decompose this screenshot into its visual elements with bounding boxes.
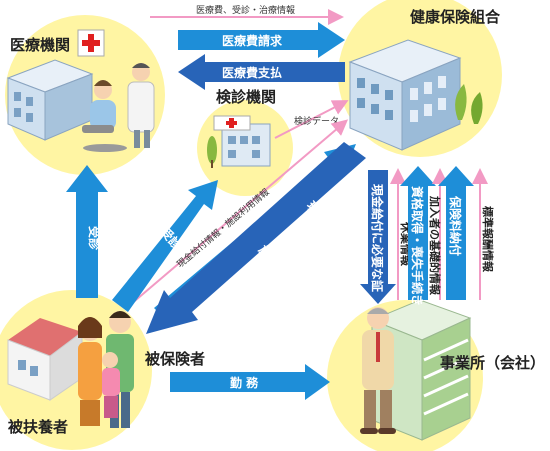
medical-building-icon [6, 29, 105, 141]
pink-arrow-checkup-data [274, 100, 349, 139]
label-employment: 勤 務 [230, 375, 259, 390]
label-cert-required-group: 現金給付に必要な証 [370, 184, 385, 292]
arrow-consultation-medical [66, 165, 108, 298]
employer-person-icon [360, 307, 396, 434]
insurer-building-icon [348, 39, 483, 151]
arrow-employment [170, 364, 330, 400]
node-label-insurer: 健康保険組合 [410, 8, 501, 26]
label-medical-payment: 医療費支払 [222, 65, 282, 80]
node-label-medical: 医療機関 [10, 36, 70, 54]
family-icon [7, 311, 134, 428]
arrow-cert-required [360, 170, 396, 304]
arrow-cash-benefit [146, 142, 366, 334]
label-salary-info: 標準報酬情報 [481, 206, 495, 273]
label-cert-required: 現金給付に必要な証 [370, 184, 385, 292]
node-label-insured: 被保険者 [145, 350, 205, 368]
label-consultation-medical: 受診 [87, 226, 102, 251]
node-label-employer: 事業所（会社） [440, 354, 545, 372]
label-checkup-data: 検診データ [294, 115, 339, 127]
arrow-medical-payment [178, 54, 345, 90]
arrow-medical-claim [178, 22, 345, 58]
node-label-dependent: 被扶養者 [8, 418, 68, 436]
checkup-building-icon [207, 115, 271, 168]
arrow-qualification [400, 166, 436, 300]
label-qualification: 資格取得・喪失手続き [410, 186, 425, 306]
pink-arrow-cash-benefit-info [129, 119, 349, 306]
label-medical-claim: 医療費請求 [222, 33, 283, 48]
doctor-patient-icon [82, 63, 155, 152]
arrow-consultation-checkup [112, 180, 218, 312]
label-basic-info: 加入者の基礎的情報 [428, 195, 442, 296]
label-premium-payment: 保険料納付 [448, 195, 463, 256]
arrow-premium-payment [438, 166, 474, 300]
node-label-checkup: 検診機関 [216, 88, 276, 106]
label-medical-info: 医療費、受診・治療情報 [196, 4, 295, 16]
